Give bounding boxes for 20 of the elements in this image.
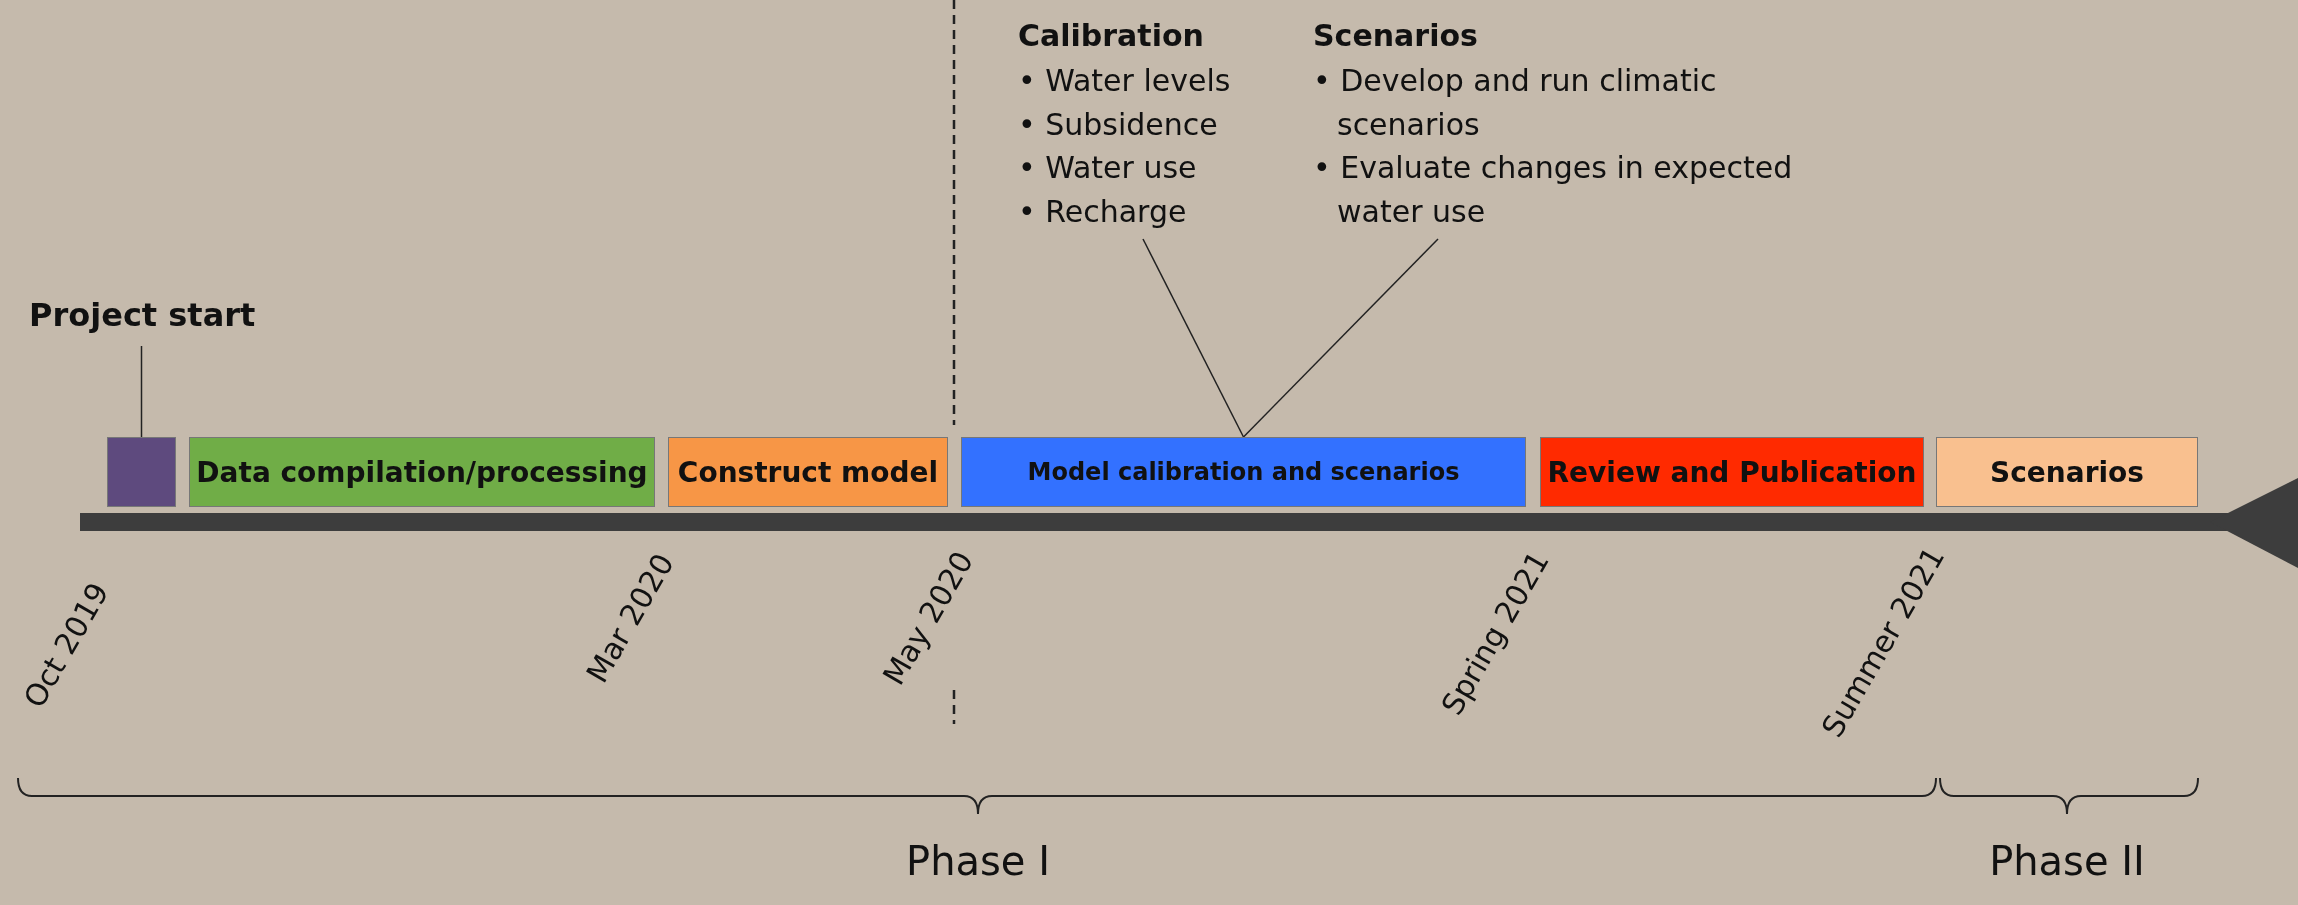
leader-line	[140, 345, 143, 438]
bullet-item: • Recharge	[1018, 192, 1188, 231]
phase-bar: Model calibration and scenarios	[961, 437, 1526, 507]
leader-line	[1142, 238, 1245, 438]
phase-bar: Construct model	[668, 437, 948, 507]
phase-label: Phase I	[906, 838, 1050, 884]
milestone-marker	[107, 437, 176, 507]
bullet-item: • Water use	[1018, 149, 1198, 187]
bullet-item: • Evaluate changes in expected water use	[1313, 149, 1793, 231]
phase-bar: Scenarios	[1936, 437, 2198, 507]
bullet-item: • Subsidence	[1018, 105, 1219, 144]
milestone-label: Project start	[29, 296, 256, 334]
list-heading: Calibration	[1018, 18, 1205, 53]
leader-line	[1242, 238, 1439, 438]
bullet-item: • Water levels	[1018, 62, 1232, 100]
bullet-item: • Develop and run climatic scenarios	[1313, 62, 1718, 144]
list-heading: Scenarios	[1313, 18, 1479, 53]
phase-label: Phase II	[1989, 838, 2145, 884]
phase-bar: Review and Publication	[1540, 437, 1924, 507]
phase-bar: Data compilation/processing	[189, 437, 655, 507]
